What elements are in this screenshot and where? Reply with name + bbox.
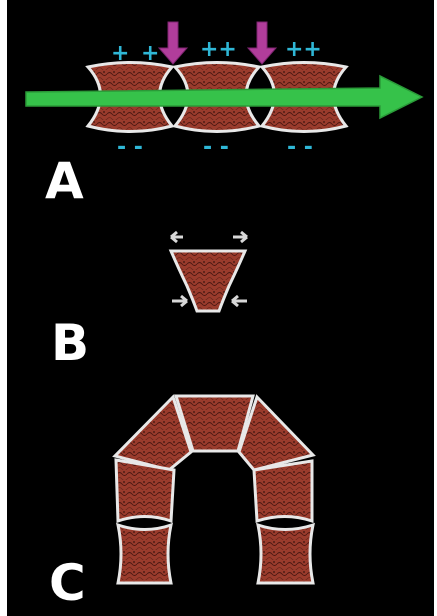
panel-a-group: + + ++ ++ - - - - - - <box>26 22 422 160</box>
small-arrow-icon <box>171 232 183 242</box>
vertebra-block <box>116 460 174 521</box>
minus-sign: - - <box>287 135 313 160</box>
panel-c-group <box>115 396 313 583</box>
small-arrow-icon <box>232 296 247 306</box>
vertebra-block <box>258 525 313 583</box>
minus-sign: - - <box>203 135 229 160</box>
vertebra-block <box>254 461 312 521</box>
plus-sign: ++ <box>200 37 237 62</box>
small-arrow-icon <box>233 232 247 242</box>
plus-sign: ++ <box>285 37 322 62</box>
panel-label-a: A <box>45 156 84 206</box>
down-arrow-icon <box>159 22 187 64</box>
panel-label-b: B <box>51 318 89 368</box>
plus-sign: + <box>111 41 129 66</box>
plus-sign: + <box>141 41 159 66</box>
vertebra-block <box>118 525 171 583</box>
black-panel: + + ++ ++ - - - - - - <box>7 0 434 616</box>
diagram-graphic: + + ++ ++ - - - - - - <box>7 0 434 616</box>
panel-label-c: C <box>49 558 86 608</box>
down-arrow-icon <box>248 22 276 64</box>
minus-sign: - - <box>117 135 143 160</box>
panel-b-group <box>171 232 247 311</box>
small-arrow-icon <box>172 296 187 306</box>
